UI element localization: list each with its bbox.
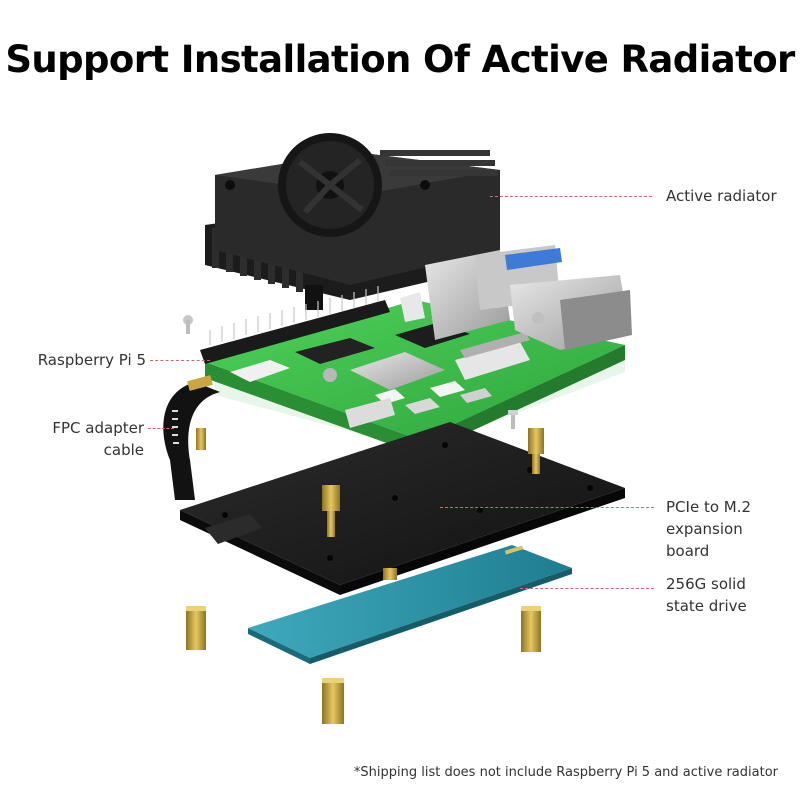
leader-fpc-cable: [148, 428, 174, 429]
brass-standoff-top-right: [528, 428, 544, 474]
shipping-footnote: *Shipping list does not include Raspberr…: [353, 765, 778, 780]
fpc-adapter-cable: [163, 375, 220, 500]
ssd-drive: [248, 545, 572, 664]
label-ssd-line1: 256G solid: [666, 575, 746, 593]
brass-standoff-bottom-center: [322, 678, 344, 724]
label-active-radiator: Active radiator: [666, 185, 777, 207]
pcie-expansion-board: [180, 422, 625, 595]
brass-standoff-left-upper: [196, 428, 206, 450]
page-title: Support Installation Of Active Radiator: [5, 38, 795, 81]
label-pcie-line1: PCIe to M.2: [666, 498, 752, 516]
label-fpc-line2: cable: [103, 441, 144, 459]
brass-standoff-bottom-left: [186, 606, 206, 650]
label-pcie-board: PCIe to M.2 expansion board: [666, 496, 751, 562]
label-ssd-line2: state drive: [666, 597, 747, 615]
brass-standoff-bottom-right: [521, 606, 541, 652]
label-fpc-cable: FPC adapter cable: [10, 417, 144, 461]
screw-small: [508, 410, 518, 429]
label-raspberry-pi-text: Raspberry Pi 5: [37, 351, 146, 369]
label-pcie-line3: board: [666, 542, 710, 560]
raspberry-pi-board: [183, 245, 632, 455]
active-radiator: [205, 133, 500, 310]
label-raspberry-pi: Raspberry Pi 5: [10, 349, 146, 371]
leader-active-radiator: [490, 196, 652, 197]
label-pcie-line2: expansion: [666, 520, 743, 538]
brass-standoff-mid: [322, 485, 340, 537]
leader-ssd: [520, 588, 654, 589]
leader-raspberry-pi: [150, 360, 210, 361]
label-active-radiator-text: Active radiator: [666, 187, 777, 205]
leader-pcie-board: [440, 507, 654, 508]
label-ssd: 256G solid state drive: [666, 573, 747, 617]
label-fpc-line1: FPC adapter: [52, 419, 144, 437]
